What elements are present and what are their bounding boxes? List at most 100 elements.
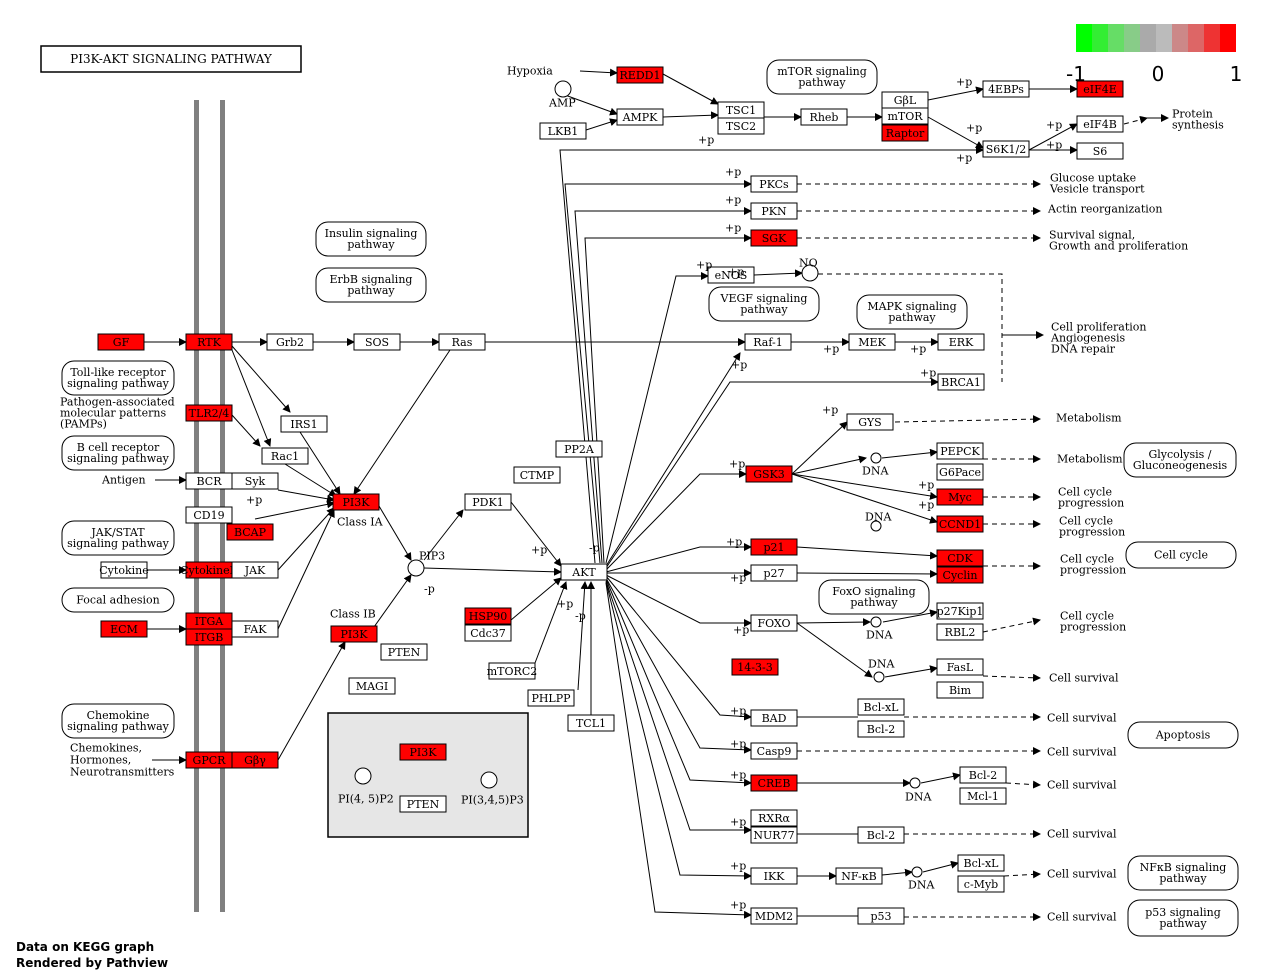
gene-node-pdk1[interactable]: PDK1 — [464, 493, 512, 511]
gene-node-tcl1[interactable]: TCL1 — [567, 714, 615, 732]
gene-node-p27kip1[interactable]: p27Kip1 — [936, 602, 984, 620]
gene-node-rtk[interactable]: RTK — [185, 333, 233, 351]
gene-node-cytokine-r[interactable]: CytokineR — [180, 561, 239, 579]
gene-node-p21[interactable]: p21 — [750, 538, 798, 556]
gene-node-cdc37[interactable]: Cdc37 — [464, 624, 512, 642]
gene-node-erk[interactable]: ERK — [937, 333, 985, 351]
gene-node-itga[interactable]: ITGA — [185, 612, 233, 630]
gene-node-mtorc2[interactable]: mTORC2 — [487, 662, 537, 680]
gene-node-pkn[interactable]: PKN — [750, 202, 798, 220]
gene-node-pi3k-b[interactable]: PI3K — [330, 625, 378, 643]
gene-node-gsk3[interactable]: GSK3 — [745, 465, 793, 483]
gene-node-ampk[interactable]: AMPK — [616, 108, 664, 126]
gene-node-hsp90[interactable]: HSP90 — [464, 607, 512, 625]
gene-node-ctmp[interactable]: CTMP — [513, 466, 561, 484]
gene-node-casp9[interactable]: Casp9 — [750, 742, 798, 760]
gene-node-myc[interactable]: Myc — [936, 488, 984, 506]
gene-node-fasl[interactable]: FasL — [936, 658, 984, 676]
gene-node-phlpp[interactable]: PHLPP — [527, 689, 575, 707]
gene-node-pp2a[interactable]: PP2A — [555, 440, 603, 458]
gene-node-rheb[interactable]: Rheb — [800, 108, 848, 126]
pathway-link-glycolysis[interactable]: Glycolysis /Gluconeogenesis — [1123, 442, 1237, 478]
gene-node-pi3k-inset[interactable]: PI3K — [399, 743, 447, 761]
gene-node-raptor[interactable]: Raptor — [881, 124, 929, 142]
gene-node-magi[interactable]: MAGI — [348, 677, 396, 695]
gene-node-ikk[interactable]: IKK — [750, 867, 798, 885]
gene-node-tsc1[interactable]: TSC1 — [717, 101, 765, 119]
gene-node-s6[interactable]: S6 — [1076, 142, 1124, 160]
gene-node-pi3k-a[interactable]: PI3K — [332, 493, 380, 511]
gene-node-tsc2[interactable]: TSC2 — [717, 117, 765, 135]
gene-node-cyclin[interactable]: Cyclin — [936, 566, 984, 584]
gene-node-mcl1[interactable]: Mcl-1 — [959, 787, 1007, 805]
gene-node-ras[interactable]: Ras — [438, 333, 486, 351]
gene-node-creb[interactable]: CREB — [750, 774, 798, 792]
gene-node-akt[interactable]: AKT — [560, 563, 608, 581]
gene-node-mek[interactable]: MEK — [848, 333, 896, 351]
gene-node-mdm2[interactable]: MDM2 — [750, 907, 798, 925]
gene-node-rac1[interactable]: Rac1 — [261, 447, 309, 465]
gene-node-itgb[interactable]: ITGB — [185, 628, 233, 646]
gene-node-bim[interactable]: Bim — [936, 681, 984, 699]
gene-node-ecm[interactable]: ECM — [100, 620, 148, 638]
gene-node-nur77[interactable]: NUR77 — [750, 826, 798, 844]
gene-node-mtor[interactable]: mTOR — [881, 107, 929, 125]
gene-node-y1433[interactable]: 14-3-3 — [731, 658, 779, 676]
gene-node-sgk[interactable]: SGK — [750, 229, 798, 247]
gene-node-nfkb[interactable]: NF-κB — [835, 867, 883, 885]
gene-node-gby[interactable]: Gβγ — [231, 751, 279, 769]
pathway-link-cellcycle[interactable]: Cell cycle — [1125, 541, 1237, 569]
gene-node-sos[interactable]: SOS — [353, 333, 401, 351]
gene-node-gbl[interactable]: GβL — [881, 91, 929, 109]
gene-node-brca1[interactable]: BRCA1 — [937, 373, 985, 391]
gene-node-bcl2-a[interactable]: Bcl-2 — [857, 720, 905, 738]
gene-node-raf1[interactable]: Raf-1 — [744, 333, 792, 351]
gene-node-redd1[interactable]: REDD1 — [616, 66, 664, 84]
gene-node-bad[interactable]: BAD — [750, 709, 798, 727]
gene-node-foxo[interactable]: FOXO — [750, 614, 798, 632]
pathway-link-apoptosis[interactable]: Apoptosis — [1127, 721, 1239, 749]
gene-node-gpcr[interactable]: GPCR — [185, 751, 233, 769]
gene-node-bcap[interactable]: BCAP — [226, 523, 274, 541]
gene-node-enos[interactable]: eNOS — [707, 266, 755, 284]
gene-node-cd19[interactable]: CD19 — [185, 506, 233, 524]
gene-node-pkcs[interactable]: PKCs — [750, 175, 798, 193]
gene-node-syk[interactable]: Syk — [231, 472, 279, 490]
pathway-link-focal[interactable]: Focal adhesion — [61, 587, 175, 613]
gene-node-gys[interactable]: GYS — [846, 413, 894, 431]
gene-node-rxra[interactable]: RXRα — [750, 809, 798, 827]
gene-node-pepck[interactable]: PEPCK — [936, 442, 984, 460]
gene-node-bcr[interactable]: BCR — [185, 472, 233, 490]
gene-node-p27[interactable]: p27 — [750, 564, 798, 582]
gene-node-gf[interactable]: GF — [97, 333, 145, 351]
gene-node-tlr[interactable]: TLR2/4 — [185, 404, 233, 422]
gene-node-grb2[interactable]: Grb2 — [266, 333, 314, 351]
gene-node-pten-inset[interactable]: PTEN — [399, 795, 447, 813]
gene-node-g6pace[interactable]: G6Pace — [936, 463, 984, 481]
gene-node-cdk[interactable]: CDK — [936, 549, 984, 567]
gene-node-bclxl-b[interactable]: Bcl-xL — [957, 854, 1005, 872]
gene-node-p53[interactable]: p53 — [857, 907, 905, 925]
gene-node-bcl2-b[interactable]: Bcl-2 — [959, 766, 1007, 784]
gene-node-pten[interactable]: PTEN — [380, 643, 428, 661]
gene-node-jak[interactable]: JAK — [231, 561, 279, 579]
gene-node-ccnd1[interactable]: CCND1 — [936, 515, 984, 533]
gene-node-bcl2-c[interactable]: Bcl-2 — [857, 826, 905, 844]
gene-node-irs1[interactable]: IRS1 — [280, 415, 328, 433]
gene-node-eif4e[interactable]: eIF4E — [1076, 80, 1124, 98]
gene-node-ebp[interactable]: 4EBPs — [982, 80, 1030, 98]
gene-node-cytokine[interactable]: Cytokine — [99, 561, 149, 579]
gene-node-rbl2[interactable]: RBL2 — [936, 623, 984, 641]
gene-node-cmyb[interactable]: c-Myb — [957, 875, 1005, 893]
